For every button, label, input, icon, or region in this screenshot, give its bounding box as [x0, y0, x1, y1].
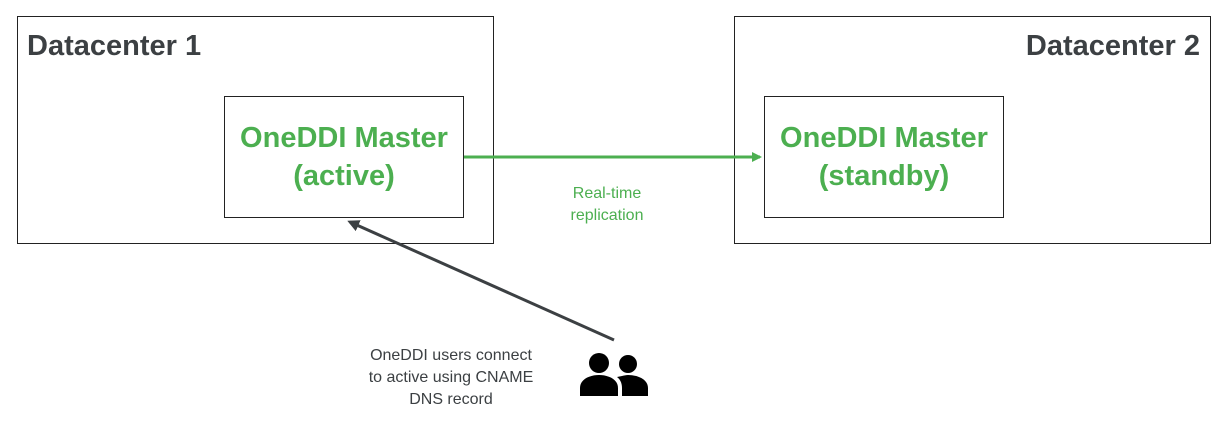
- master-active-status: (active): [293, 160, 395, 192]
- users-label-line-1: OneDDI users connect: [370, 347, 532, 364]
- replication-label-line-1: Real-time: [572, 185, 642, 202]
- master-standby-box: OneDDI Master (standby): [764, 96, 1004, 218]
- master-standby-status: (standby): [818, 160, 950, 192]
- master-active-box: OneDDI Master (active): [224, 96, 464, 218]
- group-icon: [580, 353, 648, 396]
- datacenter-2-title: Datacenter 2: [1025, 30, 1200, 62]
- datacenter-1-title: Datacenter 1: [27, 30, 202, 62]
- replication-label: Real-time replication: [540, 183, 674, 227]
- master-active-name: OneDDI Master: [240, 122, 448, 154]
- master-standby-name: OneDDI Master: [780, 122, 988, 154]
- replication-label-line-2: replication: [570, 207, 644, 224]
- users-label-line-3: DNS record: [409, 391, 493, 408]
- users-connect-label: OneDDI users connect to active using CNA…: [340, 345, 562, 411]
- users-label-line-2: to active using CNAME: [368, 369, 534, 386]
